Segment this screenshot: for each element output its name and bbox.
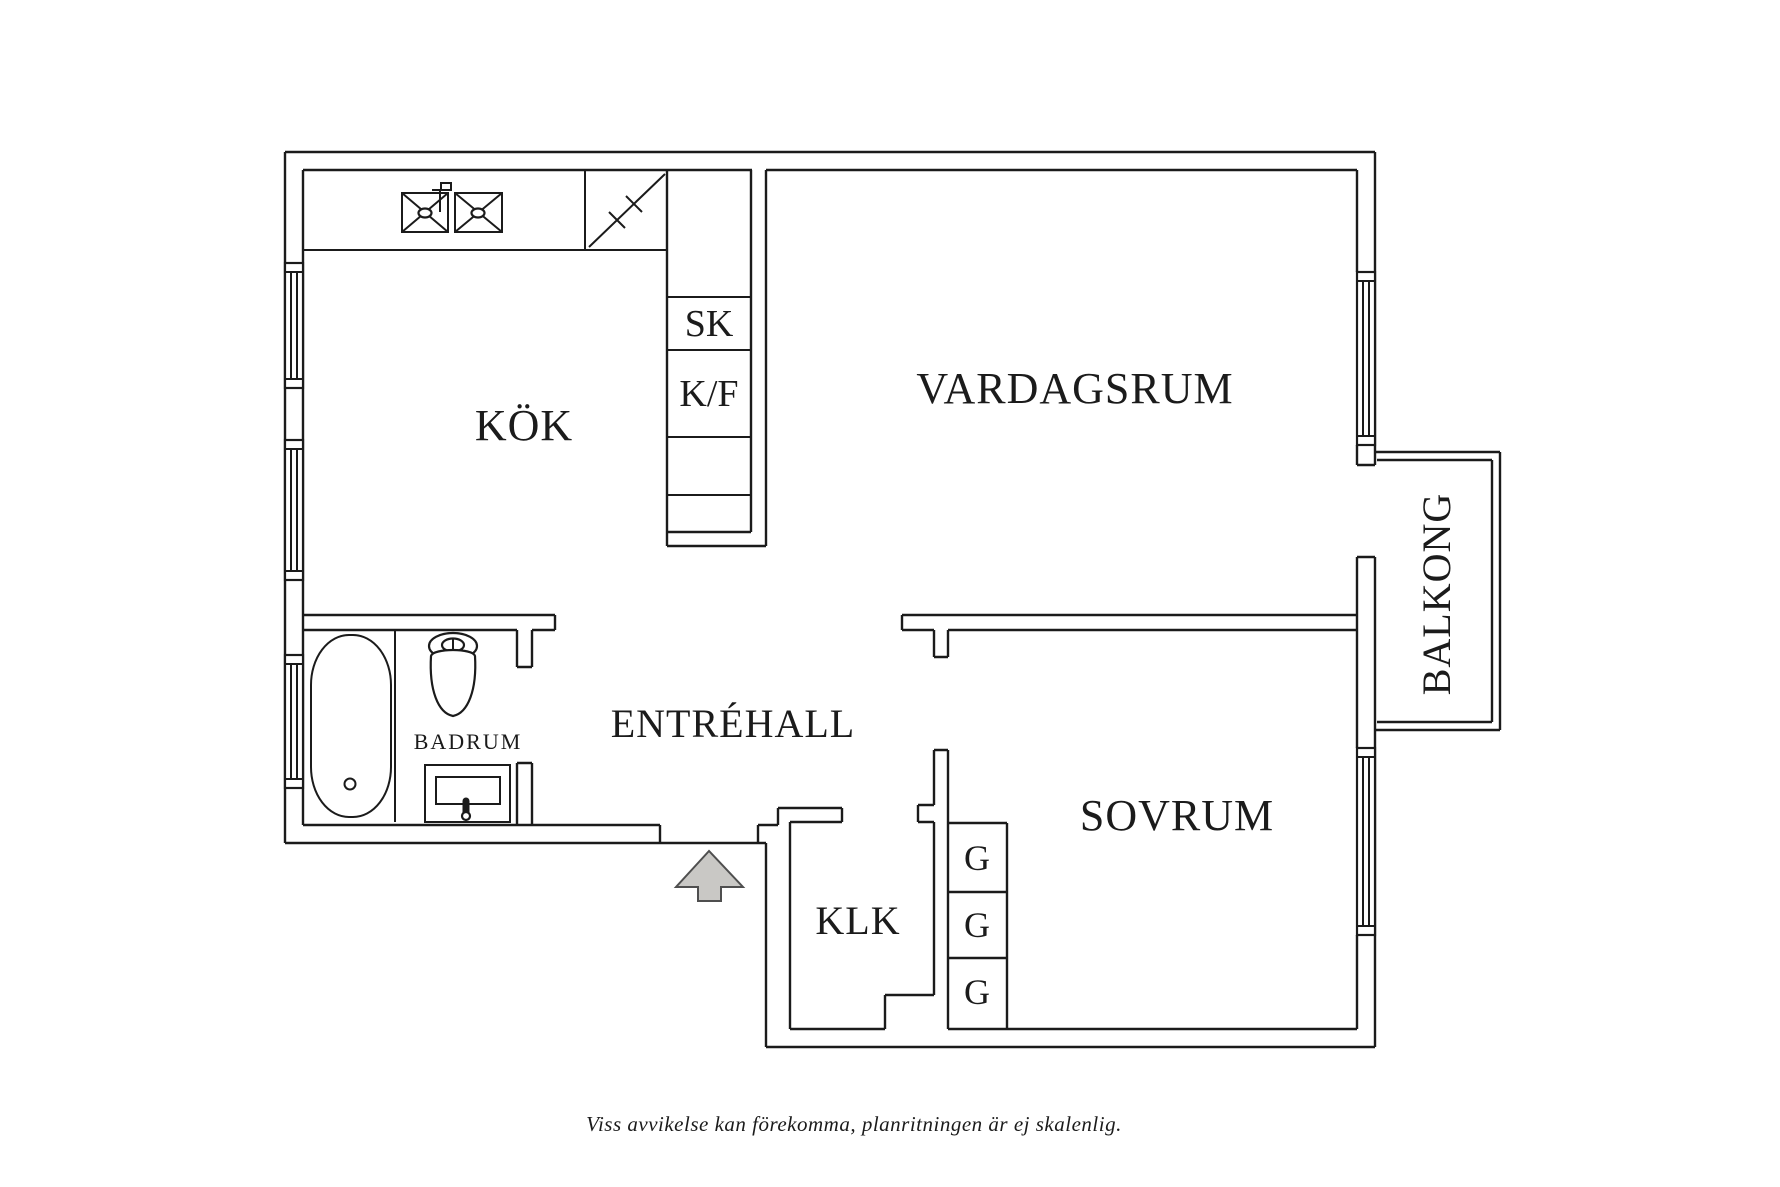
- kitchen-counter: [303, 170, 667, 251]
- wardrobe-label-g3: G: [964, 972, 990, 1012]
- cabinet-column: SK K/F: [667, 296, 751, 496]
- windows: [283, 261, 1377, 937]
- room-label-balkong: BALKONG: [1414, 493, 1459, 696]
- kitchen-sink-icon: [401, 182, 503, 233]
- window-icon: [1355, 746, 1377, 937]
- window-icon: [1355, 270, 1377, 447]
- room-label-klk: KLK: [815, 898, 900, 943]
- window-icon: [283, 438, 305, 582]
- stove-icon: [588, 173, 666, 248]
- room-label-sovrum: SOVRUM: [1080, 791, 1274, 840]
- room-label-badrum: BADRUM: [414, 729, 523, 754]
- room-label-kok: KÖK: [475, 401, 573, 450]
- washbasin-icon: [424, 764, 511, 823]
- entry-arrow-icon: [673, 849, 746, 902]
- bathtub-icon: [310, 634, 392, 818]
- wardrobe-label-g1: G: [964, 838, 990, 878]
- balcony: [1375, 450, 1502, 732]
- bathroom-fixtures: [310, 630, 511, 823]
- closet-label-sk: SK: [685, 303, 734, 345]
- disclaimer-caption: Viss avvikelse kan förekomma, planritnin…: [586, 1112, 1122, 1136]
- wardrobe-column: G G G: [948, 821, 1009, 1031]
- room-label-entrehall: ENTRÉHALL: [611, 701, 856, 746]
- closet-label-kf: K/F: [679, 373, 738, 415]
- room-label-vardagsrum: VARDAGSRUM: [916, 364, 1233, 413]
- room-labels: KÖK VARDAGSRUM SOVRUM ENTRÉHALL BADRUM K…: [414, 364, 1459, 943]
- wardrobe-label-g2: G: [964, 905, 990, 945]
- window-icon: [283, 261, 305, 390]
- window-icon: [283, 653, 305, 790]
- toilet-icon: [427, 631, 479, 718]
